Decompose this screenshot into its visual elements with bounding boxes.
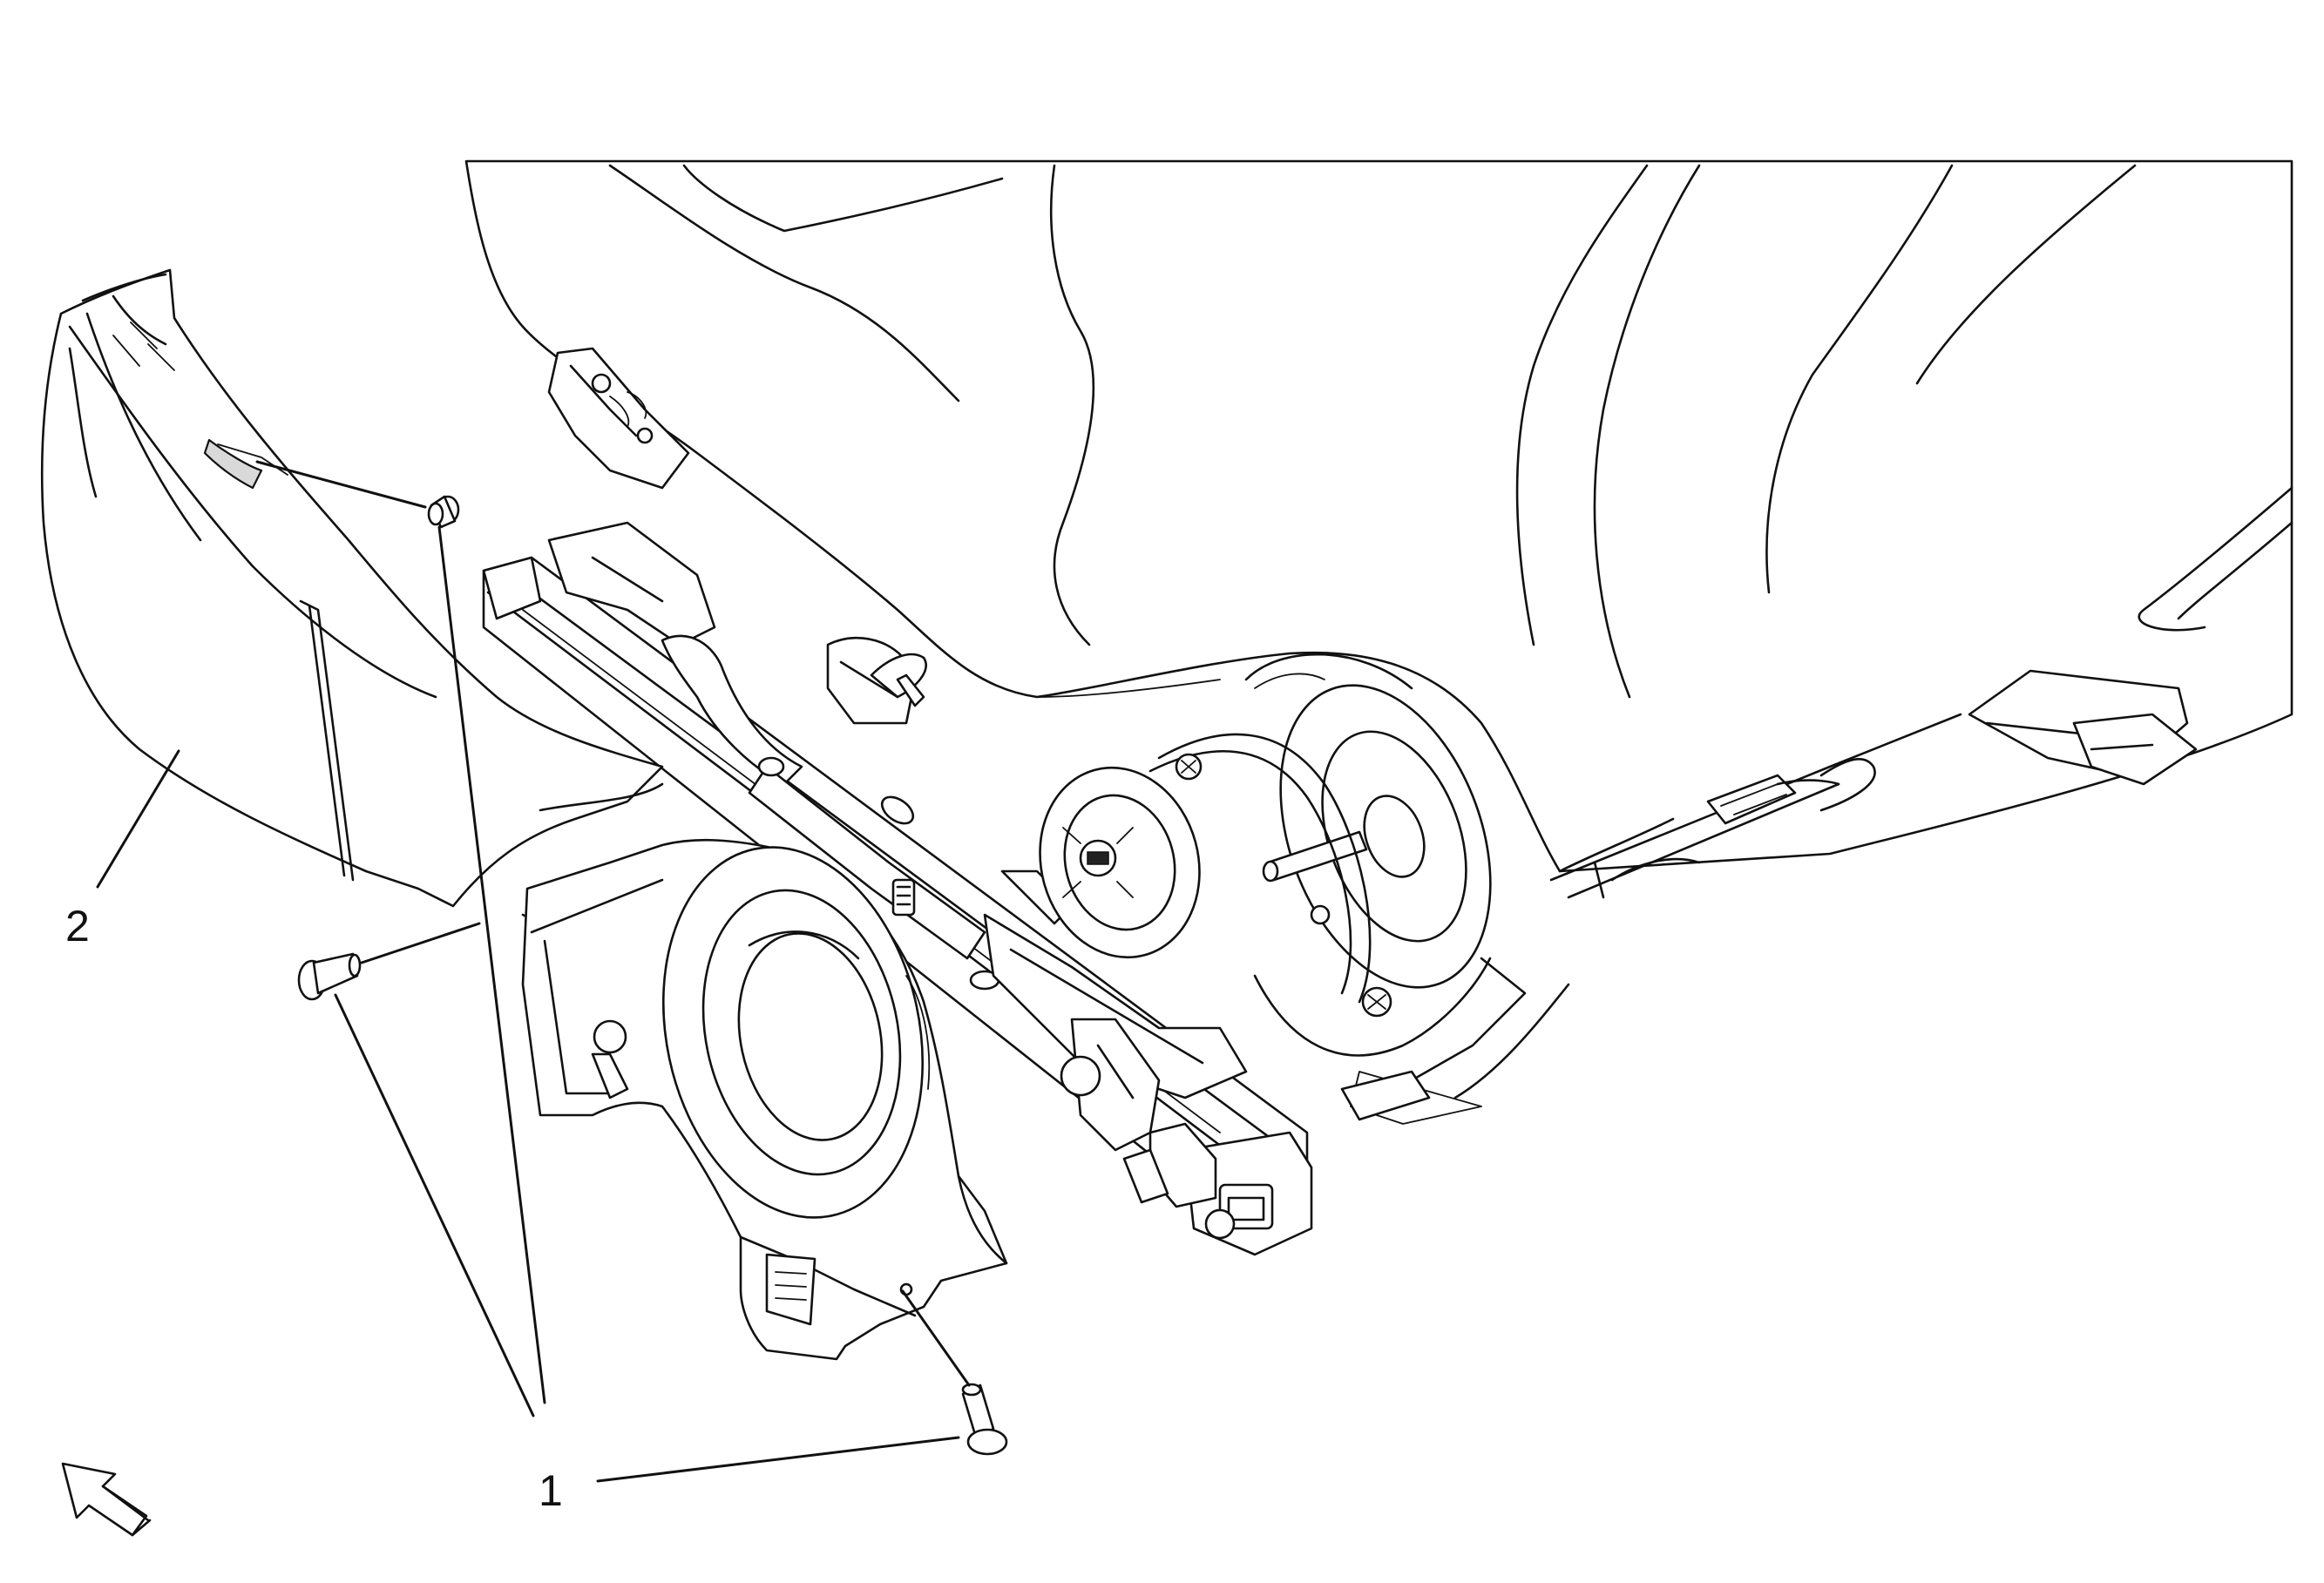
leader-2	[96, 749, 180, 889]
cover-clip	[870, 653, 927, 707]
leader-1-middle	[334, 993, 535, 1417]
fastener-lower	[961, 1383, 1008, 1456]
leader-1-upper	[437, 525, 546, 1404]
fastener-middle	[297, 952, 362, 1001]
seat-adjuster-outboard-cover	[40, 268, 664, 960]
seat-cushion	[464, 159, 2294, 873]
fastener-upper	[427, 495, 460, 529]
seat-adjuster-wheel	[661, 846, 931, 1219]
leader-lines	[96, 460, 971, 1483]
seat-adjuster-motor	[1039, 653, 1570, 1125]
leader-lower-fastener-path	[901, 1289, 971, 1387]
callout-1: 1	[539, 1466, 563, 1515]
leader-1-lower	[596, 1436, 960, 1483]
seat-track-rail-right	[1549, 669, 2198, 899]
seat-frame-bracket	[547, 347, 690, 490]
leader-upper-fastener-path	[255, 460, 427, 509]
view-direction-arrow-icon	[61, 1462, 152, 1537]
leader-middle-fastener-path	[360, 922, 481, 964]
callout-2: 2	[65, 902, 90, 950]
seat-adjuster-mechanism	[547, 521, 1248, 1204]
